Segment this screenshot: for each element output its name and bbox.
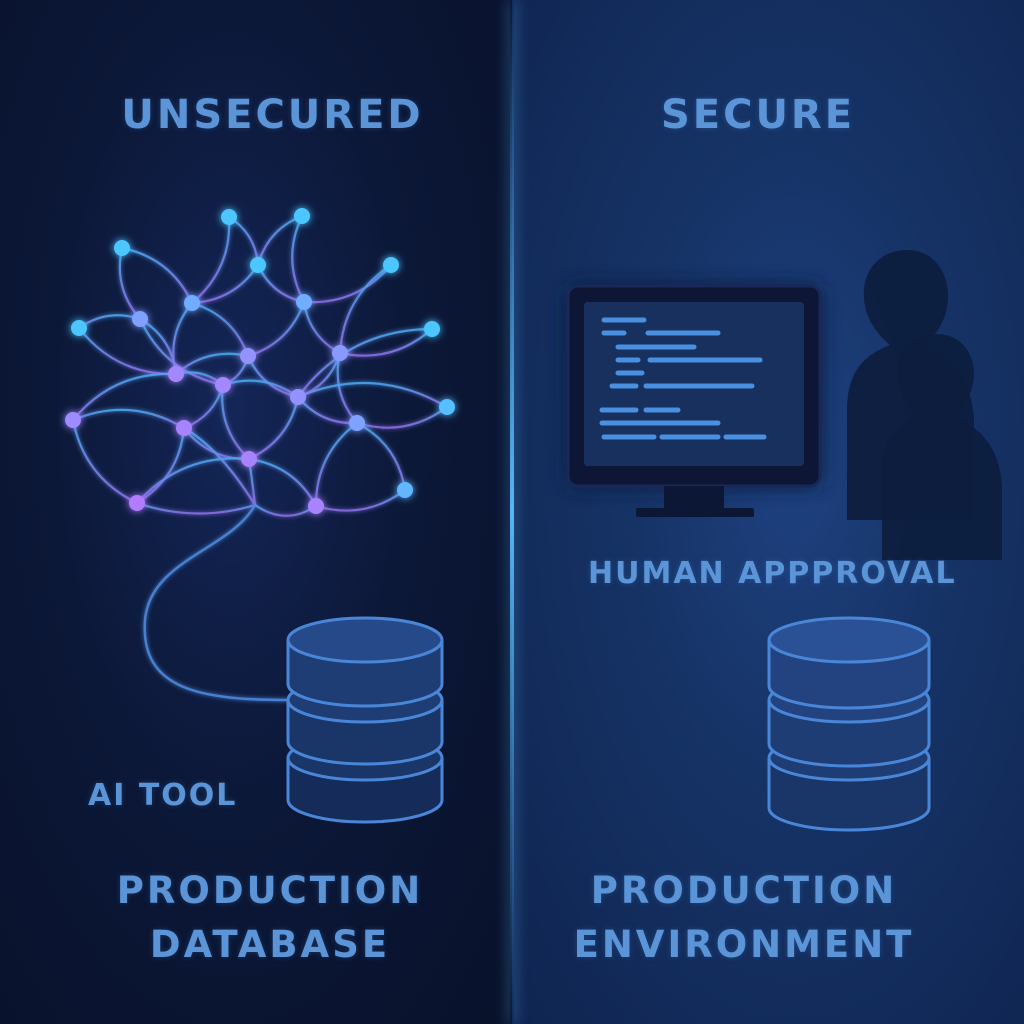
network-node	[129, 495, 145, 511]
network-node	[221, 209, 237, 225]
database-icon	[767, 616, 931, 832]
network-node	[71, 320, 87, 336]
network-edge	[291, 215, 305, 303]
network-node	[308, 498, 324, 514]
network-edge	[247, 301, 306, 358]
caption-line-1: PRODUCTION	[116, 869, 424, 912]
network-edge	[356, 406, 448, 429]
caption-line-2: DATABASE	[149, 923, 391, 966]
network-node	[184, 295, 200, 311]
secure-panel: SECURE HUMAN APPPROVAL PRODUCTION ENVIRO…	[512, 0, 1024, 1024]
network-node	[132, 311, 148, 327]
caption-line-2: ENVIRONMENT	[573, 923, 915, 966]
network-node	[114, 240, 130, 256]
unsecured-heading: UNSECURED	[121, 92, 424, 138]
network-edge	[72, 372, 177, 421]
network-node	[332, 345, 348, 361]
network-edge	[191, 264, 259, 305]
network-node	[241, 451, 257, 467]
network-node	[65, 412, 81, 428]
network-edge	[314, 422, 358, 507]
network-node	[250, 257, 266, 273]
caption-line-1: PRODUCTION	[590, 869, 898, 912]
network-node	[215, 377, 231, 393]
people-silhouette-icon	[847, 250, 1002, 560]
network-edge	[297, 327, 433, 398]
network-edge	[248, 396, 300, 460]
network-node	[439, 399, 455, 415]
unsecured-panel: UNSECURED AI TOOL PRODUCTION DATABASE	[0, 0, 512, 1024]
database-icon	[286, 616, 444, 824]
network-edge	[183, 427, 256, 506]
network-edge	[136, 427, 186, 504]
network-edge	[191, 216, 231, 304]
production-environment-caption: PRODUCTION ENVIRONMENT	[512, 864, 1000, 972]
network-node	[168, 366, 184, 382]
network-edge	[191, 301, 250, 357]
network-node	[397, 482, 413, 498]
code-lines	[599, 317, 767, 440]
network-edge	[339, 328, 433, 357]
network-edge	[221, 384, 250, 460]
secure-heading: SECURE	[660, 92, 856, 138]
ai-tool-label: AI TOOL	[88, 778, 238, 813]
network-node	[294, 208, 310, 224]
panel-divider	[510, 0, 514, 1024]
network-node	[424, 321, 440, 337]
network-edge	[338, 264, 392, 354]
network-node	[240, 348, 256, 364]
network-edge	[121, 246, 193, 304]
monitor-icon	[566, 284, 822, 517]
network-edge	[356, 422, 407, 491]
network-node	[296, 294, 312, 310]
network-edge	[139, 318, 224, 387]
network-edge	[72, 408, 185, 429]
network-edge	[136, 501, 256, 515]
network-edge	[315, 489, 406, 512]
network-node	[290, 389, 306, 405]
network-node	[383, 257, 399, 273]
neural-network-icon	[65, 208, 455, 702]
network-node	[176, 420, 192, 436]
network-node	[349, 415, 365, 431]
network-edge	[136, 457, 250, 504]
network-edge	[248, 457, 317, 507]
network-edge	[297, 382, 448, 408]
human-approval-label: HUMAN APPPROVAL	[588, 556, 957, 591]
network-edge	[222, 379, 299, 398]
tool-to-database-connector	[143, 504, 291, 702]
network-edge	[71, 419, 138, 504]
production-database-caption: PRODUCTION DATABASE	[14, 864, 512, 972]
network-edge	[303, 264, 392, 304]
